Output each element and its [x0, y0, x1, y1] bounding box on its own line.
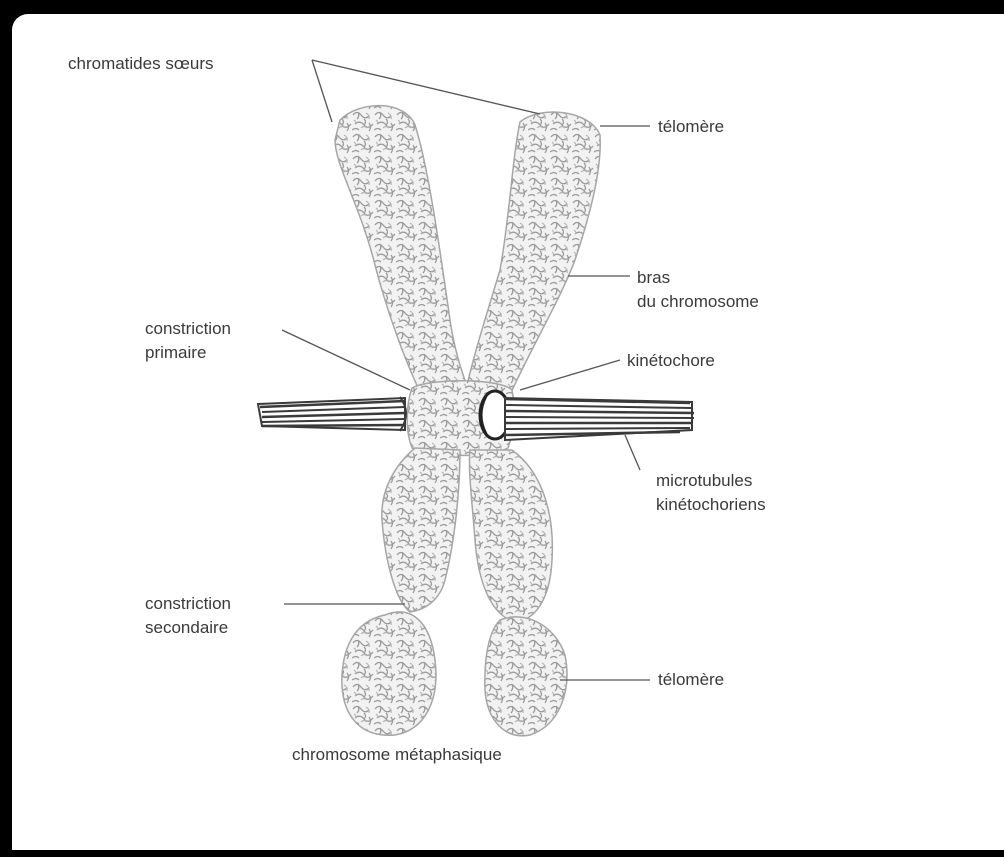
label-secondary-constriction-line1: constriction [145, 592, 231, 615]
left-microtubule-bundle [258, 397, 406, 431]
figure-caption: chromosome métaphasique [292, 745, 502, 765]
label-telomere-top: télomère [658, 115, 724, 138]
label-secondary-constriction-line2: secondaire [145, 616, 228, 639]
right-chromatid-lower-arm [469, 450, 552, 622]
leader-kinetochore [520, 360, 620, 390]
label-arm-line1: bras [637, 266, 670, 289]
leader-sister-chromatids-left [312, 60, 332, 122]
label-microtubules-line2: kinétochoriens [656, 493, 766, 516]
label-primary-constriction-line1: constriction [145, 317, 231, 340]
leader-sister-chromatids-right [312, 60, 540, 114]
left-chromatid-upper-arm [335, 106, 470, 395]
label-sister-chromatids: chromatides sœurs [68, 52, 213, 75]
label-microtubules-line1: microtubules [656, 469, 752, 492]
label-primary-constriction-line2: primaire [145, 341, 206, 364]
leader-primary-constriction [282, 330, 410, 390]
label-telomere-bottom: télomère [658, 668, 724, 691]
right-chromatid-lower-end [485, 617, 567, 736]
left-chromatid-lower-arm [382, 448, 460, 612]
right-microtubule-bundle [505, 398, 694, 440]
label-kinetochore: kinétochore [627, 349, 715, 372]
label-arm-line2: du chromosome [637, 290, 759, 313]
left-chromatid-satellite [342, 612, 436, 735]
right-chromatid-upper-arm [465, 112, 600, 395]
leader-microtubules [625, 435, 640, 470]
